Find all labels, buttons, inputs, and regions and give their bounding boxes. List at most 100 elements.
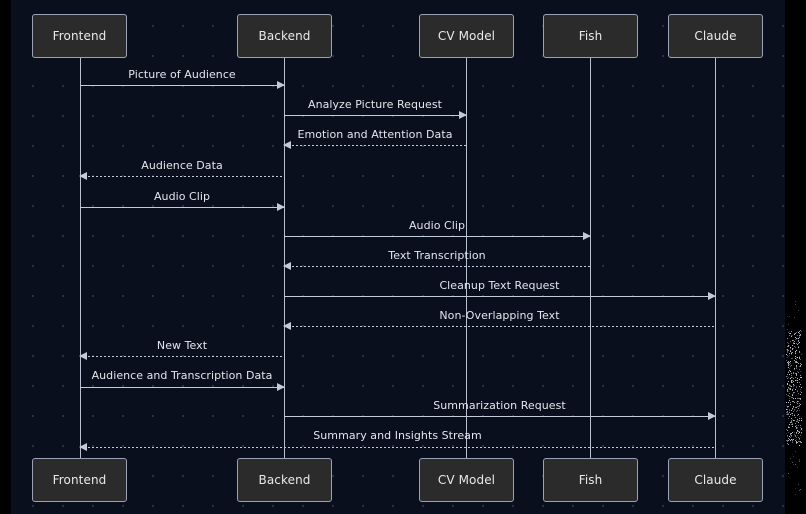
noise-speck <box>788 332 789 333</box>
noise-speck <box>788 381 789 382</box>
noise-speck <box>795 358 796 359</box>
noise-speck <box>787 349 788 350</box>
participant-label-fish: Fish <box>578 473 603 487</box>
noise-speck <box>788 388 789 389</box>
message-arrow-12 <box>284 412 716 420</box>
noise-speck <box>787 413 788 414</box>
noise-speck <box>793 384 794 385</box>
noise-speck <box>789 412 790 413</box>
noise-speck <box>793 385 794 386</box>
noise-speck <box>799 438 800 439</box>
noise-speck <box>800 389 801 390</box>
noise-speck <box>795 488 796 489</box>
noise-speck <box>787 342 788 343</box>
noise-speck <box>796 367 797 368</box>
noise-speck <box>787 395 788 396</box>
lifeline-claude <box>715 58 716 458</box>
noise-speck <box>793 340 794 341</box>
noise-speck <box>800 394 801 395</box>
noise-speck <box>798 484 799 485</box>
noise-speck <box>801 387 802 388</box>
noise-speck <box>790 365 791 366</box>
noise-speck <box>787 357 788 358</box>
noise-speck <box>799 410 800 411</box>
noise-speck <box>792 352 793 353</box>
noise-speck <box>792 382 793 383</box>
noise-speck <box>798 406 799 407</box>
noise-speck <box>799 379 800 380</box>
noise-speck <box>793 343 794 344</box>
noise-speck <box>786 433 787 434</box>
noise-speck <box>799 335 800 336</box>
noise-speck <box>796 359 797 360</box>
noise-speck <box>787 374 788 375</box>
participant-box-fish-bottom[interactable]: Fish <box>543 458 638 502</box>
noise-speck <box>794 432 795 433</box>
message-arrow-10 <box>79 352 284 360</box>
message-arrow-5 <box>80 203 285 211</box>
noise-speck <box>796 374 797 375</box>
participant-box-cvmodel-bottom[interactable]: CV Model <box>419 458 514 502</box>
noise-speck <box>801 418 802 419</box>
noise-speck <box>789 424 790 425</box>
noise-speck <box>800 384 801 385</box>
noise-speck <box>799 356 800 357</box>
noise-speck <box>786 412 787 413</box>
right-edge-noise <box>785 0 806 514</box>
noise-speck <box>797 428 798 429</box>
noise-speck <box>787 384 788 385</box>
noise-speck <box>787 411 788 412</box>
noise-speck <box>792 422 793 423</box>
noise-speck <box>792 454 793 455</box>
participant-box-frontend-top[interactable]: Frontend <box>32 14 127 58</box>
noise-speck <box>790 402 791 403</box>
noise-speck <box>797 403 798 404</box>
noise-speck <box>793 406 794 407</box>
message-label-1: Picture of Audience <box>128 68 236 81</box>
noise-speck <box>788 395 789 396</box>
noise-speck <box>792 423 793 424</box>
message-arrow-6 <box>284 232 591 240</box>
arrowhead-right-icon <box>583 232 591 240</box>
noise-speck <box>796 411 797 412</box>
noise-speck <box>792 440 793 441</box>
message-label-8: Cleanup Text Request <box>439 279 560 292</box>
noise-speck <box>798 372 799 373</box>
noise-speck <box>791 352 792 353</box>
noise-speck <box>795 351 796 352</box>
participant-box-backend-top[interactable]: Backend <box>237 14 332 58</box>
noise-speck <box>788 413 789 414</box>
noise-speck <box>786 376 787 377</box>
message-label-6: Audio Clip <box>408 219 466 232</box>
message-label-10: New Text <box>156 339 208 352</box>
noise-speck <box>790 348 791 349</box>
participant-box-cvmodel-top[interactable]: CV Model <box>419 14 514 58</box>
noise-speck <box>799 490 800 491</box>
noise-speck <box>799 406 800 407</box>
participant-label-frontend: Frontend <box>52 473 107 487</box>
participant-box-claude-bottom[interactable]: Claude <box>668 458 763 502</box>
noise-speck <box>790 363 791 364</box>
noise-speck <box>799 459 800 460</box>
noise-speck <box>797 344 798 345</box>
participant-box-frontend-bottom[interactable]: Frontend <box>32 458 127 502</box>
noise-speck <box>787 430 788 431</box>
noise-speck <box>789 388 790 389</box>
participant-box-fish-top[interactable]: Fish <box>543 14 638 58</box>
noise-speck <box>793 386 794 387</box>
noise-speck <box>799 438 800 439</box>
participant-box-backend-bottom[interactable]: Backend <box>237 458 332 502</box>
arrowhead-left-icon <box>283 262 291 270</box>
noise-speck <box>792 462 793 463</box>
participant-box-claude-top[interactable]: Claude <box>668 14 763 58</box>
noise-speck <box>795 352 796 353</box>
noise-speck <box>798 343 799 344</box>
noise-speck <box>792 380 793 381</box>
noise-speck <box>792 426 793 427</box>
noise-speck <box>786 349 787 350</box>
participant-label-claude: Claude <box>694 29 737 43</box>
noise-speck <box>789 333 790 334</box>
noise-speck <box>794 334 795 335</box>
noise-speck <box>800 365 801 366</box>
noise-speck <box>787 355 788 356</box>
